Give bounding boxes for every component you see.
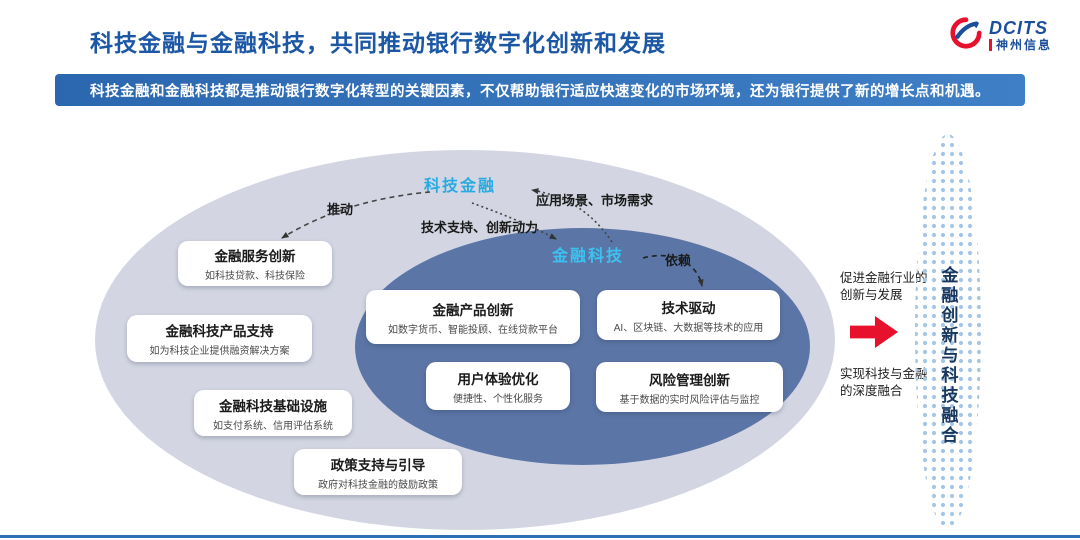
box-desc: 便捷性、个性化服务 bbox=[453, 393, 543, 405]
box-title: 金融科技基础设施 bbox=[219, 398, 327, 414]
box-desc: 如数字货币、智能投顾、在线贷款平台 bbox=[388, 324, 558, 336]
box-desc: AI、区块链、大数据等技术的应用 bbox=[613, 322, 764, 334]
right-note-bottom: 实现科技与金融的深度融合 bbox=[840, 367, 928, 398]
page-title: 科技金融与金融科技，共同推动银行数字化创新和发展 bbox=[90, 30, 666, 56]
box-desc: 政府对科技金融的鼓励政策 bbox=[318, 479, 438, 491]
box-title: 金融科技产品支持 bbox=[165, 324, 274, 339]
logo-name: DCITS bbox=[988, 18, 1048, 38]
box-title: 技术驱动 bbox=[661, 300, 716, 316]
box-policy-support: 政策支持与引导 政府对科技金融的鼓励政策 bbox=[294, 449, 462, 495]
box-fintech-infrastructure: 金融科技基础设施 如支付系统、信用评估系统 bbox=[194, 390, 352, 436]
box-title: 金融服务创新 bbox=[214, 249, 296, 264]
box-technology-driven: 技术驱动 AI、区块链、大数据等技术的应用 bbox=[597, 290, 780, 340]
box-fintech-product-support: 金融科技产品支持 如为科技企业提供融资解决方案 bbox=[127, 315, 312, 362]
label-fintech: 金融科技 bbox=[552, 248, 625, 265]
box-financial-product-innovation: 金融产品创新 如数字货币、智能投顾、在线贷款平台 bbox=[366, 290, 580, 344]
logo-red-bar bbox=[988, 39, 992, 52]
box-title: 金融产品创新 bbox=[432, 302, 514, 318]
label-push: 推动 bbox=[327, 202, 354, 217]
vertical-slogan: 金融创新与科技融合 bbox=[938, 266, 958, 446]
red-arrow-icon bbox=[850, 316, 898, 348]
box-desc: 基于数据的实时风险评估与监控 bbox=[619, 394, 760, 406]
dcits-swoosh-icon bbox=[949, 16, 983, 55]
label-tech-support: 技术支持、创新动力 bbox=[421, 220, 539, 235]
box-title: 用户体验优化 bbox=[457, 371, 539, 387]
box-title: 政策支持与引导 bbox=[330, 457, 426, 473]
box-financial-service-innovation: 金融服务创新 如科技贷款、科技保险 bbox=[178, 241, 332, 286]
dot-pattern-decoration bbox=[912, 132, 984, 532]
right-note-top: 促进金融行业的创新与发展 bbox=[840, 271, 928, 302]
label-depend: 依赖 bbox=[665, 253, 692, 268]
box-desc: 如为科技企业提供融资解决方案 bbox=[149, 346, 290, 357]
box-desc: 如科技贷款、科技保险 bbox=[205, 271, 305, 282]
box-desc: 如支付系统、信用评估系统 bbox=[213, 420, 333, 432]
subtitle-banner: 科技金融和金融科技都是推动银行数字化转型的关键因素，不仅帮助银行适应快速变化的市… bbox=[55, 74, 1025, 106]
box-user-experience: 用户体验优化 便捷性、个性化服务 bbox=[426, 362, 570, 410]
bottom-divider bbox=[0, 535, 1080, 538]
company-logo: DCITS 神州信息 bbox=[949, 16, 1052, 55]
logo-company: 神州信息 bbox=[995, 37, 1052, 52]
label-scenario-demand: 应用场景、市场需求 bbox=[536, 193, 654, 208]
inner-ellipse-fintech bbox=[355, 228, 810, 465]
box-title: 风险管理创新 bbox=[649, 372, 730, 388]
box-risk-management-innovation: 风险管理创新 基于数据的实时风险评估与监控 bbox=[596, 362, 783, 412]
label-tech-finance: 科技金融 bbox=[424, 178, 497, 195]
